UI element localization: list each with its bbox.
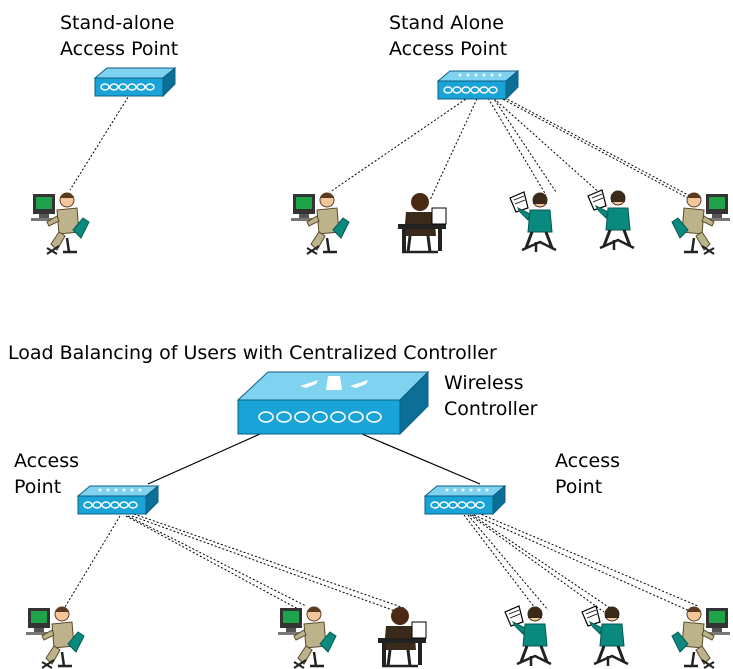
wireless-links-ap1 [69,93,131,191]
user-icon [670,605,732,669]
user-icon [24,605,86,669]
label-wireless-controller-line1: Wireless [444,372,524,394]
label-access-point-right-line1: Access [555,450,621,472]
access-point-icon [425,486,505,514]
label-standalone-ap-1: Stand-alone Access Point [60,10,178,62]
wireless-links-ap2 [329,87,691,201]
label-standalone-ap-2-line1: Stand Alone [389,12,504,34]
user-icon [586,188,636,252]
label-access-point-left-line2: Point [14,476,62,498]
label-access-point-right: Access Point [555,448,620,500]
wireless-controller-icon [236,370,430,436]
label-wireless-controller-line2: Controller [444,398,538,420]
access-point-icon [78,486,158,514]
user-icon [508,190,558,254]
user-icon [289,191,351,256]
heading-load-balancing: Load Balancing of Users with Centralized… [8,342,497,364]
wireless-links-ap-left [61,513,405,613]
label-access-point-left-line1: Access [14,450,80,472]
user-icon [670,191,732,256]
user-icon [396,191,448,254]
user-icon [503,604,553,668]
user-icon [376,605,428,668]
user-icon [580,604,630,668]
label-standalone-ap-2-line2: Access Point [389,38,508,60]
wireless-links-ap-right [463,512,699,613]
label-standalone-ap-1-line1: Stand-alone [60,12,175,34]
label-standalone-ap-1-line2: Access Point [60,38,179,60]
label-standalone-ap-2: Stand Alone Access Point [389,10,507,62]
user-icon [29,191,91,256]
access-point-icon [94,67,176,97]
label-access-point-left: Access Point [14,448,79,500]
user-icon [276,605,338,669]
wired-links-controller [147,433,481,485]
label-access-point-right-line2: Point [555,476,603,498]
access-point-icon [438,71,518,99]
label-wireless-controller: Wireless Controller [444,370,537,422]
